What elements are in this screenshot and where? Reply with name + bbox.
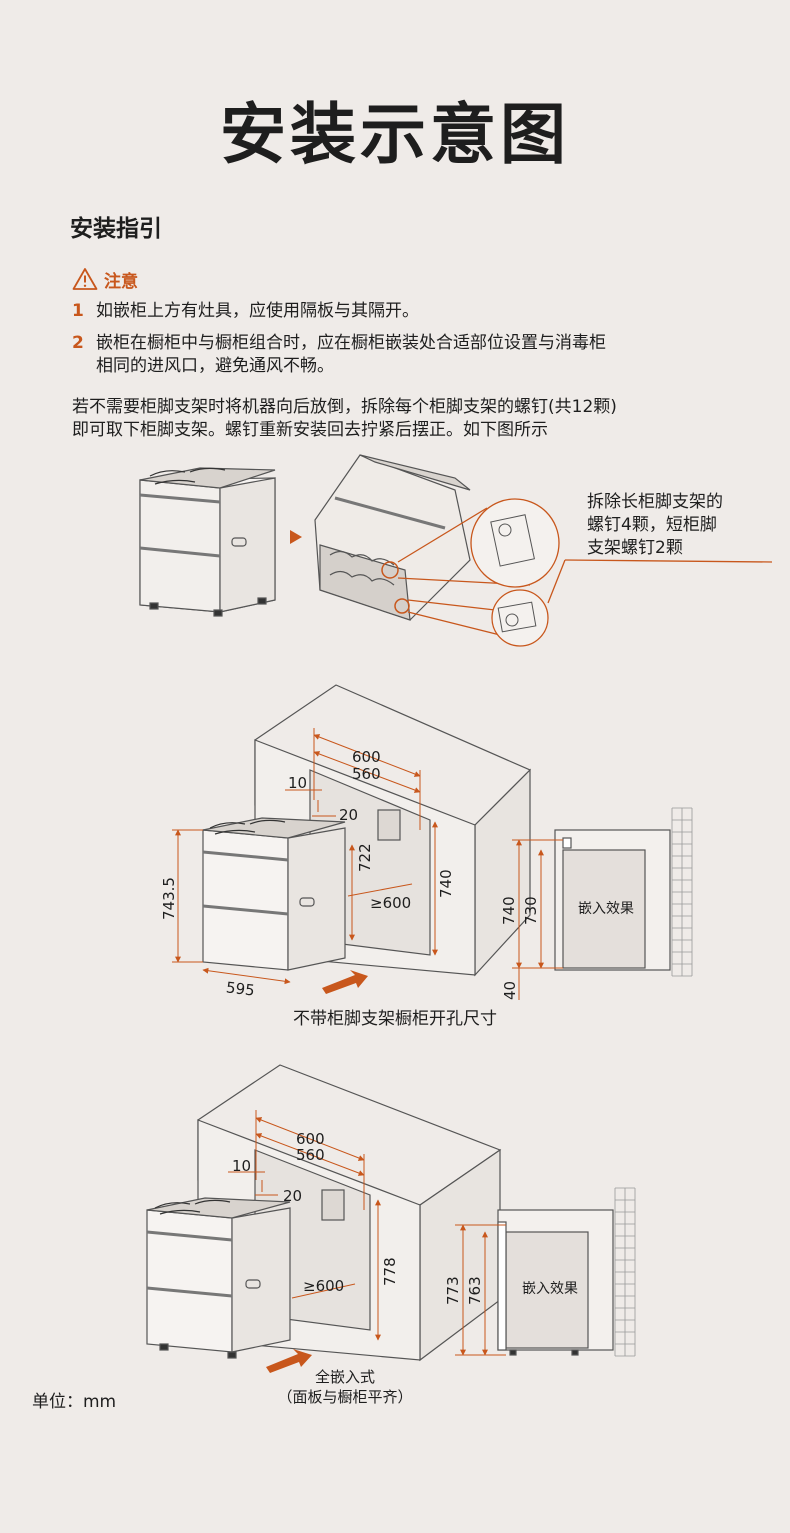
instruction-paragraph: 若不需要柜脚支架时将机器向后放倒，拆除每个柜脚支架的螺钉(共12颗) 即可取下柜… [72, 396, 732, 442]
removal-callout: 拆除长柜脚支架的 螺钉4颗，短柜脚 支架螺钉2颗 [587, 491, 767, 560]
callout-line: 支架螺钉2颗 [587, 538, 683, 558]
dimension-lines-3 [228, 1110, 381, 1341]
dim-side-h2: 730 [522, 896, 540, 925]
dim-width-inner: 560 [296, 1146, 325, 1164]
dim-width-outer: 600 [352, 748, 381, 766]
warning-label: 注意 [104, 271, 138, 292]
cabinet-with-feet-illustration [139, 467, 276, 617]
dim-width-inner: 560 [352, 765, 381, 783]
callout-line: 拆除长柜脚支架的 [587, 492, 723, 512]
disinfection-cabinet-front-2 [202, 817, 346, 971]
note-item: 1 如嵌柜上方有灶具，应使用隔板与其隔开。 [72, 300, 732, 323]
note-number: 2 [72, 333, 84, 353]
side-dimension-lines-3 [455, 1224, 506, 1356]
dim-unit-height: 743.5 [160, 877, 178, 920]
section-heading: 安装指引 [70, 216, 162, 242]
dim-left-gap: 10 [288, 774, 308, 792]
dim-height-inner: 722 [356, 843, 374, 872]
brick-wall-3 [614, 1187, 636, 1357]
embed-effect-label: 嵌入效果 [522, 1281, 578, 1297]
arrow-right-icon [290, 530, 302, 544]
callout-line: 螺钉4颗，短柜脚 [587, 515, 717, 535]
dim-depth: ≥600 [370, 894, 412, 912]
note-text: 相同的进风口，避免通风不畅。 [96, 356, 334, 376]
dim-top-gap: 20 [339, 806, 359, 824]
page-title: 安装示意图 [220, 96, 570, 173]
side-view-embedded-3 [497, 1209, 614, 1356]
insert-arrow-icon [322, 970, 368, 994]
zoom-detail-circles [397, 498, 773, 647]
dim-side-base: 40 [501, 980, 519, 1000]
dim-top-gap: 20 [283, 1187, 303, 1205]
warning-header: 注意 [72, 265, 138, 293]
dim-unit-width: 595 [225, 978, 256, 1000]
insert-arrow-icon [266, 1349, 312, 1373]
dim-side-h2: 763 [466, 1276, 484, 1305]
tilted-cabinet-illustration [314, 454, 471, 621]
disinfection-cabinet-front-3 [146, 1197, 291, 1359]
figure-caption: 全嵌入式 （面板与橱柜平齐） [250, 1367, 440, 1407]
dim-side-h1: 740 [500, 896, 518, 925]
caption-line: （面板与橱柜平齐） [277, 1388, 413, 1406]
dim-depth: ≥600 [303, 1277, 345, 1295]
unit-note: 单位：mm [32, 1392, 117, 1412]
note-text: 如嵌柜上方有灶具，应使用隔板与其隔开。 [96, 301, 419, 321]
note-number: 1 [72, 301, 84, 321]
dim-width-outer: 600 [296, 1130, 325, 1148]
brick-wall-2 [671, 807, 693, 977]
side-dimension-lines-2 [512, 839, 563, 1000]
instruction-line: 若不需要柜脚支架时将机器向后放倒，拆除每个柜脚支架的螺钉(共12颗) [72, 397, 617, 417]
caption-line: 全嵌入式 [314, 1368, 375, 1386]
dim-height: 778 [381, 1257, 399, 1286]
dim-height-outer: 740 [437, 869, 455, 898]
side-view-embedded-2 [554, 829, 671, 971]
note-text: 嵌柜在橱柜中与橱柜组合时，应在橱柜嵌装处合适部位设置与消毒柜 [96, 333, 606, 353]
dim-side-h1: 773 [444, 1276, 462, 1305]
embed-effect-label: 嵌入效果 [578, 901, 634, 917]
figure-caption: 不带柜脚支架橱柜开孔尺寸 [293, 1009, 497, 1029]
warning-triangle-icon [72, 268, 98, 290]
dim-left-gap: 10 [232, 1157, 252, 1175]
note-item: 2 嵌柜在橱柜中与橱柜组合时，应在橱柜嵌装处合适部位设置与消毒柜 相同的进风口，… [72, 332, 732, 378]
instruction-line: 即可取下柜脚支架。螺钉重新安装回去拧紧后摆正。如下图所示 [72, 420, 548, 440]
dimension-lines-2 [172, 728, 438, 985]
